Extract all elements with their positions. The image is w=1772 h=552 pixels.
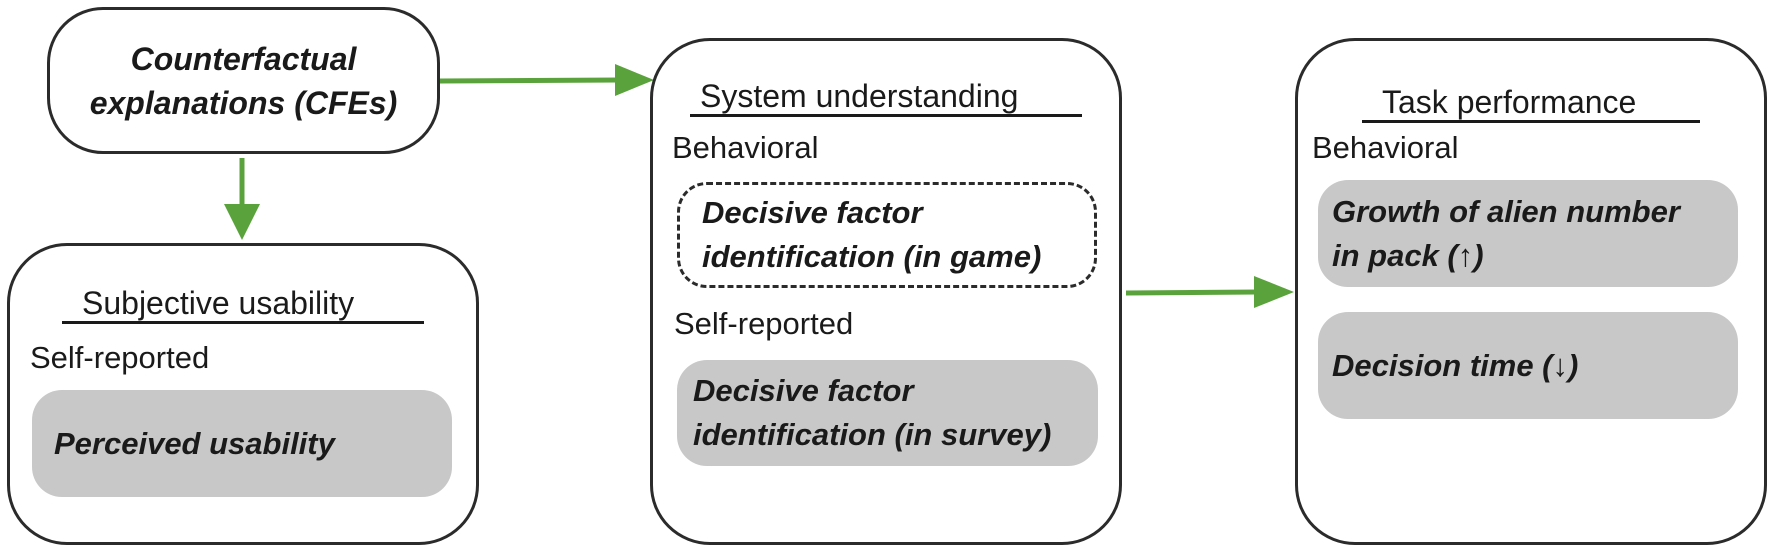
decisive-factor-survey-line2: identification (in survey) xyxy=(693,417,1052,452)
decisive-factor-game-measure: Decisive factor identification (in game) xyxy=(677,182,1097,288)
decisive-factor-survey-line1: Decisive factor xyxy=(693,373,914,408)
alien-growth-line1: Growth of alien number xyxy=(1332,193,1680,229)
decisive-factor-game-line2: identification (in game) xyxy=(702,239,1042,274)
understanding-self-reported-label: Self-reported xyxy=(674,306,854,341)
alien-growth-line2: in pack (↑) xyxy=(1332,237,1484,273)
usability-self-reported-label: Self-reported xyxy=(30,340,210,375)
subjective-usability-underline xyxy=(62,321,424,324)
decision-time-measure: Decision time (↓) xyxy=(1318,312,1738,419)
decisive-factor-survey-measure: Decisive factor identification (in surve… xyxy=(677,360,1098,466)
system-understanding-underline xyxy=(690,114,1082,117)
arrow-cfe-to-usability xyxy=(224,158,260,240)
decision-time-text: Decision time (↓) xyxy=(1332,347,1579,383)
decisive-factor-game-line1: Decisive factor xyxy=(702,195,923,230)
performance-behavioral-label: Behavioral xyxy=(1312,130,1459,165)
perceived-usability-measure: Perceived usability xyxy=(32,390,452,497)
cfe-label-line2: explanations (CFEs) xyxy=(89,84,398,121)
task-performance-underline xyxy=(1362,120,1700,123)
arrow-understanding-to-performance xyxy=(1125,276,1294,308)
perceived-usability-text: Perceived usability xyxy=(54,425,335,461)
task-performance-title: Task performance xyxy=(1382,84,1637,120)
cfe-node: Counterfactual explanations (CFEs) xyxy=(47,7,440,154)
alien-growth-measure: Growth of alien number in pack (↑) xyxy=(1318,180,1738,287)
arrow-cfe-to-understanding xyxy=(439,64,654,96)
system-understanding-title: System understanding xyxy=(700,78,1019,114)
cfe-label-line1: Counterfactual xyxy=(130,40,357,77)
subjective-usability-title: Subjective usability xyxy=(82,285,355,321)
understanding-behavioral-label: Behavioral xyxy=(672,130,819,165)
